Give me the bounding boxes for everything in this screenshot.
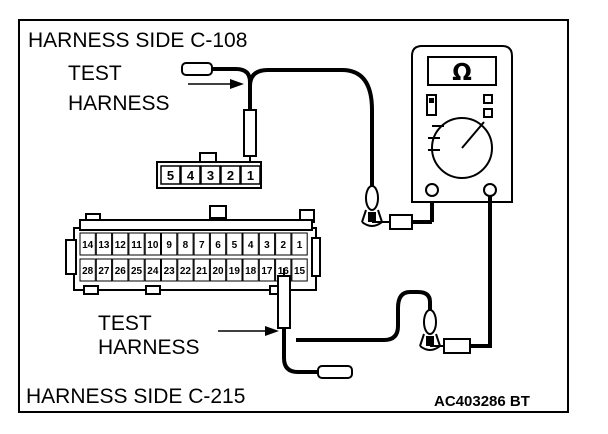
bottom-meter-lead [470, 196, 492, 348]
top-alligator-clip [361, 185, 383, 227]
c215-pin-cell [193, 258, 210, 282]
harness-side-c108-label: HARNESS SIDE C-108 [28, 29, 247, 52]
c215-pin-cell [79, 258, 96, 282]
test-harness-top-label-2: HARNESS [68, 92, 170, 115]
meter-jack-ohm [483, 183, 497, 197]
bottom-test-harness-arrow [218, 326, 279, 336]
c108-pin-cell [240, 165, 261, 185]
c215-pin-label: 9 [166, 240, 172, 251]
c215-pin-label: 2 [280, 240, 286, 251]
c108-pin-label: 1 [247, 168, 254, 183]
top-probe-plug [181, 62, 236, 76]
c215-pin-label: 5 [232, 240, 238, 251]
harness-side-c215-label: HARNESS SIDE C-215 [26, 385, 245, 408]
c215-pin-label: 23 [164, 266, 176, 277]
c215-pin-cell [258, 258, 276, 282]
c215-pin-cell [226, 258, 243, 282]
bottom-meter-plug [430, 338, 471, 354]
c215-pin-label: 3 [264, 240, 270, 251]
c215-pin-cell [291, 232, 308, 256]
top-meter-lead [248, 68, 374, 186]
c215-pin-label: 19 [229, 266, 241, 277]
meter-jack-com [425, 183, 439, 197]
test-harness-bottom-label-1: TEST [98, 312, 152, 335]
c215-pin-cell [242, 232, 259, 256]
c215-pin-cell [226, 232, 243, 256]
c108-pin-label: 2 [227, 168, 234, 183]
test-harness-top-label-1: TEST [68, 62, 122, 85]
c215-pin-label: 22 [180, 266, 192, 277]
c215-pin-label: 14 [82, 240, 94, 251]
c215-pin-label: 27 [98, 266, 110, 277]
c215-pin-cell [209, 258, 227, 282]
ohm-symbol: Ω [452, 60, 472, 86]
c215-pin-cell [144, 258, 161, 282]
c215-pin-label: 17 [261, 266, 273, 277]
c215-pin-cell [193, 232, 210, 256]
c215-pin-label: 28 [82, 266, 94, 277]
c215-pin-label: 20 [212, 266, 224, 277]
bottom-alligator-clip [419, 309, 441, 351]
c215-pin-label: 10 [147, 240, 159, 251]
c215-pin-cell [242, 258, 259, 282]
test-harness-bottom-label-2: HARNESS [98, 336, 200, 359]
top-test-harness-arrow [188, 79, 244, 89]
c215-pin-label: 15 [294, 266, 306, 277]
c215-pin-label: 4 [248, 240, 254, 251]
top-probe-pin [243, 109, 257, 172]
c215-pin-cell [177, 232, 194, 256]
c215-pin-cell [112, 258, 129, 282]
c215-pin-cell [177, 258, 194, 282]
c215-pin-cell [95, 258, 113, 282]
c215-pin-label: 7 [199, 240, 205, 251]
c215-pin-cell [161, 258, 178, 282]
bottom-probe-cable [282, 328, 318, 374]
c215-pin-label: 13 [98, 240, 110, 251]
c215-pin-cell [144, 232, 161, 256]
c215-pin-label: 1 [297, 240, 303, 251]
c215-pin-cell [79, 232, 96, 256]
c215-pin-label: 6 [215, 240, 221, 251]
c215-pin-label: 26 [115, 266, 127, 277]
c215-pin-cell [275, 232, 292, 256]
c108-pin-cell [180, 165, 201, 185]
c108-pin-cell [160, 165, 181, 185]
bottom-probe-pin [277, 268, 291, 329]
c215-pin-cell [258, 232, 276, 256]
c215-pin-cell [128, 258, 145, 282]
figure-code: AC403286 BT [434, 393, 530, 410]
c215-pin-label: 21 [196, 266, 208, 277]
meter-display [427, 56, 497, 86]
c215-pin-cell [128, 232, 145, 256]
c215-pin-cell [209, 232, 227, 256]
c215-pin-cell [161, 232, 178, 256]
c215-pin-label: 12 [115, 240, 127, 251]
bottom-probe-plug [317, 365, 353, 379]
c215-pin-cell [291, 258, 308, 282]
c108-pin-cell [200, 165, 221, 185]
meter-switch-1 [426, 94, 437, 116]
c215-pin-cell [112, 232, 129, 256]
c108-pin-label: 4 [187, 168, 195, 183]
ohmmeter: Ω [411, 45, 513, 203]
meter-button-2 [483, 108, 493, 118]
c215-pin-label: 24 [147, 266, 159, 277]
meter-button-1 [483, 94, 493, 104]
bottom-clip-cable [296, 290, 432, 342]
c108-pin-label: 5 [167, 168, 174, 183]
c215-pin-label: 25 [131, 266, 143, 277]
c215-pin-cell [95, 232, 113, 256]
c215-pin-label: 18 [245, 266, 257, 277]
c215-pin-label: 11 [131, 240, 142, 251]
c215-pin-label: 8 [183, 240, 189, 251]
c108-pin-label: 3 [207, 168, 214, 183]
c108-pin-cell [220, 165, 241, 185]
